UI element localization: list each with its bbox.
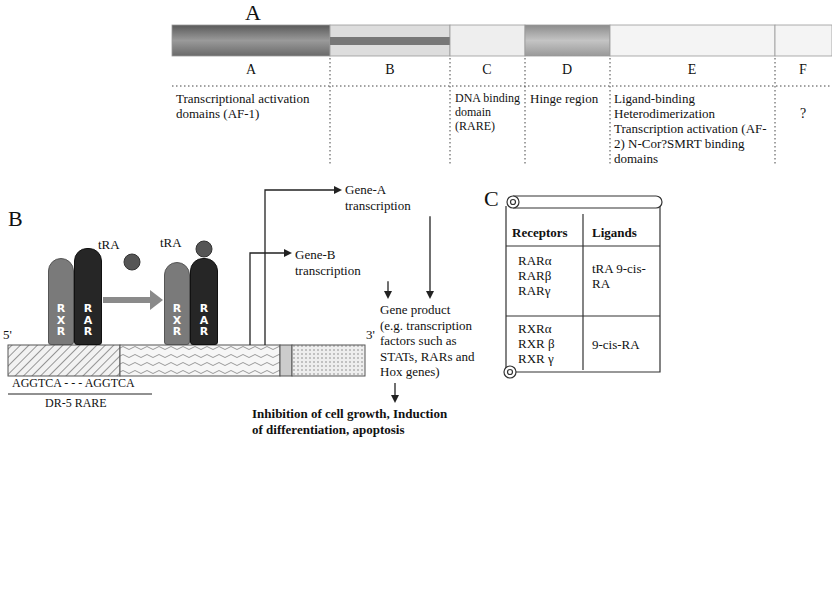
scroll-curl	[508, 370, 513, 375]
receptor-name: RXR	[56, 303, 67, 338]
table-cell: 9-cis-RA	[592, 338, 640, 353]
domain-description: ?	[800, 106, 806, 122]
scroll-body	[506, 206, 660, 372]
domain-segment	[172, 25, 330, 56]
domain-letter: F	[788, 62, 818, 78]
table-header: Receptors	[512, 226, 568, 241]
dotted-line	[330, 58, 331, 165]
dotted-line	[450, 58, 451, 165]
domain-description: Transcriptional activation domains (AF-1…	[176, 92, 326, 122]
transcription-arrow	[250, 253, 286, 345]
connector	[426, 216, 434, 299]
scroll	[504, 196, 662, 378]
element-label: DR-5 RARE	[45, 397, 107, 411]
dotted-line	[775, 58, 776, 165]
table-rule	[582, 214, 583, 370]
domain-segment	[330, 25, 450, 56]
domain-band	[330, 37, 450, 45]
arrow-head	[284, 249, 292, 257]
table-cell: tRA 9-cis-RA	[592, 262, 654, 292]
ligand-label: tRA	[160, 236, 182, 251]
connector	[103, 290, 163, 310]
domain-letter: E	[677, 62, 707, 78]
receptor-name: RAR	[199, 303, 210, 338]
dotted-line	[525, 58, 526, 165]
domain-segment	[610, 25, 775, 56]
domain-description: DNA binding domain (RARE)	[455, 92, 523, 133]
outcome-label: Inhibition of cell growth, Induction of …	[252, 406, 453, 437]
domain-letter: B	[375, 62, 405, 78]
domain-description: Hinge region	[530, 92, 606, 107]
panel-letter: B	[8, 206, 23, 231]
receptor-shape: RAR	[190, 258, 218, 345]
dna-strand	[8, 345, 365, 376]
product-label: Gene product	[380, 302, 496, 318]
scroll-curl	[511, 200, 516, 205]
arrow-head	[150, 290, 163, 310]
dna-segment	[8, 345, 120, 376]
connector-line	[103, 297, 153, 303]
table-header: Ligands	[592, 226, 637, 241]
connector-line	[429, 216, 430, 292]
scroll-curl	[507, 196, 519, 208]
sequence-label: AGGTCA - - - AGGTCA	[12, 377, 135, 391]
domain-bar	[172, 25, 832, 56]
outcome-text: Inhibition of cell growth, Induction of …	[250, 404, 455, 439]
arrow-head	[391, 395, 399, 403]
process-label: Gene-B transcription	[295, 247, 391, 278]
ligand-dot	[196, 241, 212, 257]
domain-segment	[450, 25, 525, 56]
scroll-roll	[513, 196, 662, 208]
process-label: Gene-A transcription	[345, 182, 441, 213]
strand-end: 3'	[366, 328, 375, 343]
connector	[384, 281, 392, 299]
receptor-shape: RXR	[48, 258, 74, 345]
dna-segment	[120, 345, 280, 376]
connector	[391, 383, 399, 403]
domain-letter: C	[472, 62, 502, 78]
ligand-label: tRA	[98, 238, 120, 253]
underline	[8, 394, 152, 395]
domain-letter: A	[236, 62, 266, 78]
dotted-line	[172, 86, 832, 87]
dna-segment	[280, 345, 292, 376]
table-cell: RARα RARβ RARγ	[518, 254, 568, 299]
arrow-head	[384, 291, 392, 299]
arrow-head	[426, 291, 434, 299]
process-text: Gene-A transcription	[343, 180, 443, 215]
panel-letter: C	[484, 186, 499, 211]
connector-line	[387, 281, 388, 292]
dna-segment	[292, 345, 365, 376]
table-cell: RXRα RXR β RXR γ	[518, 322, 572, 367]
receptor-name: RAR	[83, 303, 94, 338]
domain-segment	[525, 25, 610, 56]
scroll-curl	[504, 366, 516, 378]
receptor-shape: RXR	[164, 262, 190, 345]
strand-end: 5'	[3, 328, 12, 343]
ligand-dot	[124, 254, 140, 270]
product-text: Gene product(e.g. transcription factors …	[378, 300, 498, 382]
domain-segment	[775, 25, 832, 56]
receptor-shape: RAR	[74, 248, 102, 345]
receptor-name: RXR	[172, 303, 183, 338]
process-text: Gene-B transcription	[293, 245, 393, 280]
connector-line	[394, 383, 395, 397]
dotted-line	[610, 58, 611, 165]
product-label: (e.g. transcription factors such as STAT…	[380, 318, 496, 380]
domain-description: Ligand-binding Heterodimerization Transc…	[614, 92, 772, 167]
domain-letter: D	[552, 62, 582, 78]
arrow-head	[334, 186, 342, 194]
panel-letter: A	[245, 0, 261, 25]
